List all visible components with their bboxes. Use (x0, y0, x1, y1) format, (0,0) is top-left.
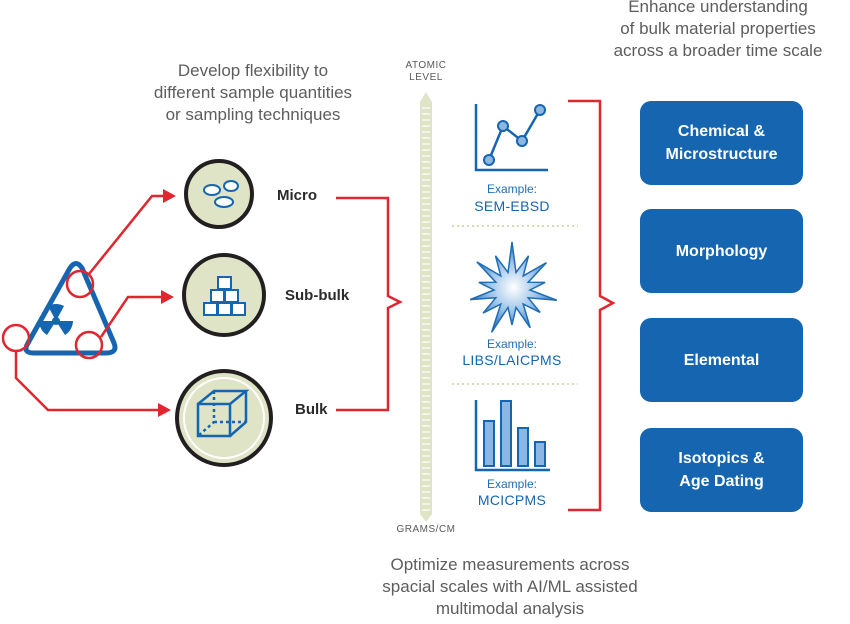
cube-icon (196, 389, 250, 438)
right-heading: Enhance understanding of bulk material p… (568, 0, 850, 62)
bottom-heading-line: Optimize measurements across (390, 555, 630, 574)
property-isotopics-age-dating: Isotopics & Age Dating (640, 428, 803, 512)
property-label-line: Age Dating (679, 473, 764, 490)
example-prefix: Example: (486, 477, 538, 491)
left-heading-line: or sampling techniques (165, 105, 341, 124)
axis-top-label: ATOMIC LEVEL (386, 60, 466, 84)
property-label-line: Isotopics & (678, 450, 765, 467)
axis-top-label-line: LEVEL (409, 72, 443, 83)
bottom-heading-line: spacial scales with AI/ML assisted (382, 577, 638, 596)
property-morphology: Morphology (640, 209, 803, 293)
radiation-triangle-icon (23, 261, 118, 356)
right-heading-line: of bulk material properties (620, 19, 816, 38)
property-label-line: Elemental (683, 351, 760, 369)
axis-bottom-label: GRAMS/CM (396, 524, 456, 535)
bottom-heading-line: multimodal analysis (435, 599, 585, 618)
bottom-heading: Optimize measurements across spacial sca… (340, 554, 680, 620)
example-name-mcicpms: MCICPMS (477, 492, 547, 508)
bar-chart-icon (474, 400, 550, 472)
line-chart-icon (474, 104, 548, 172)
property-elemental: Elemental (640, 318, 803, 402)
example-name-sem-ebsd: SEM-EBSD (474, 198, 550, 214)
property-chemical-microstructure: Chemical & Microstructure (640, 101, 803, 185)
right-bracket-connector (568, 99, 616, 512)
example-prefix: Example: (486, 182, 538, 196)
particles-icon (203, 180, 239, 208)
example-prefix: Example: (486, 337, 538, 351)
scale-ruler (420, 92, 432, 522)
sub-bulk-node (182, 253, 266, 337)
left-heading-line: different sample quantities (153, 83, 353, 102)
example-name-libs-laicpms: LIBS/LAICPMS (462, 352, 562, 368)
sample-arrows (14, 194, 165, 412)
bulk-node (175, 369, 273, 467)
arrow-heads (158, 189, 176, 417)
right-heading-line: Enhance understanding (628, 0, 808, 16)
property-label-line: Chemical & (677, 123, 766, 140)
starburst-icon (469, 241, 558, 333)
sub-bulk-label: Sub-bulk (285, 287, 350, 304)
micro-node (184, 159, 254, 229)
left-bracket-connector (336, 196, 403, 412)
bulk-label: Bulk (295, 401, 328, 418)
left-heading: Develop flexibility to different sample … (98, 60, 408, 126)
property-label-line: Microstructure (665, 146, 778, 163)
axis-top-label-line: ATOMIC (405, 60, 447, 71)
micro-label: Micro (277, 187, 318, 204)
stacked-cubes-icon (203, 276, 246, 316)
example-separators (452, 225, 578, 385)
property-label-line: Morphology (675, 242, 768, 260)
left-heading-line: Develop flexibility to (177, 61, 329, 80)
right-heading-line: across a broader time scale (613, 41, 823, 60)
